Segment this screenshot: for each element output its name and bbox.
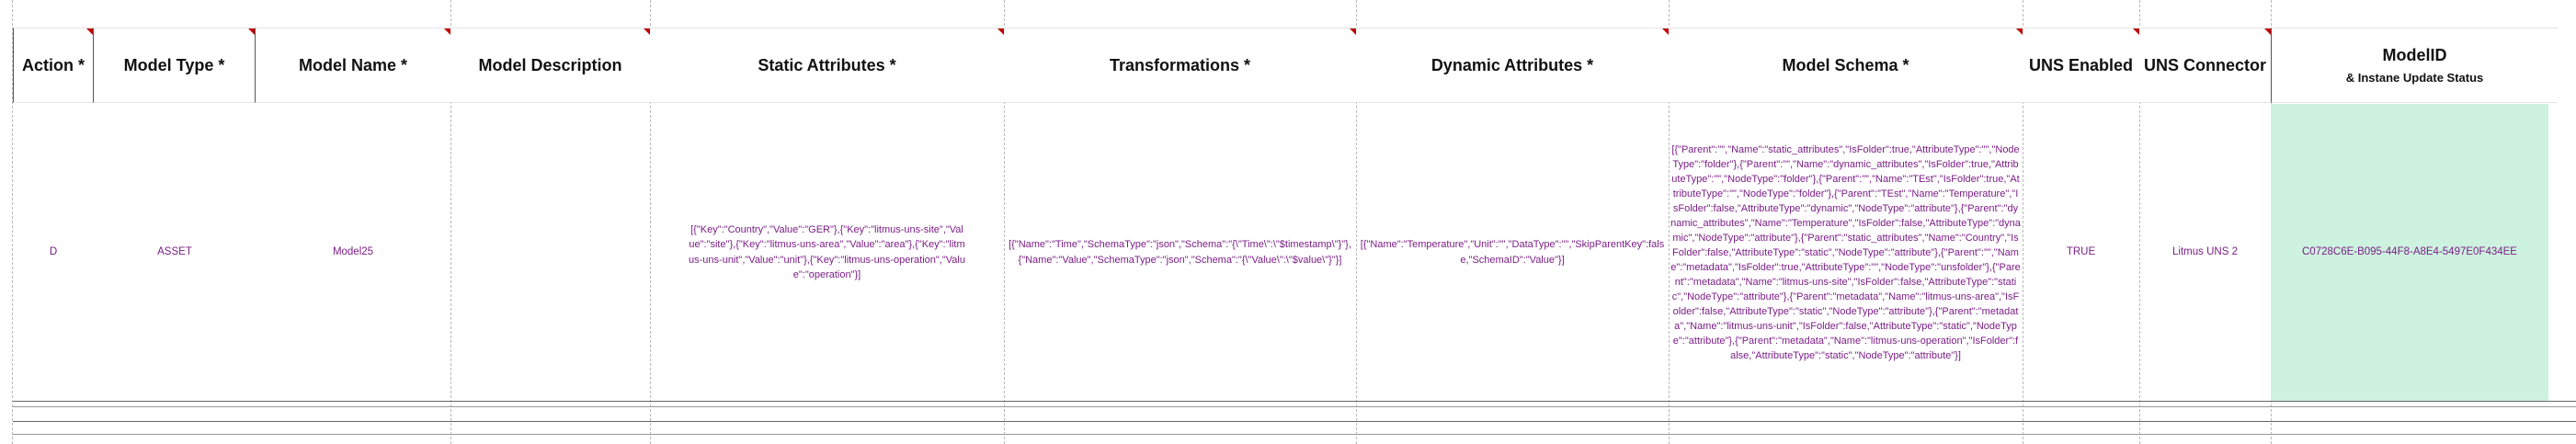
header-transformations[interactable]: Transformations * <box>1004 28 1356 103</box>
cell-model-schema[interactable]: [{"Parent":"","Name":"static_attributes"… <box>1670 143 2021 361</box>
header-action-label: Action * <box>21 55 85 74</box>
column-divider <box>12 0 13 444</box>
comment-marker[interactable] <box>2133 28 2139 35</box>
header-model-name[interactable]: Model Name * <box>256 28 450 103</box>
column-divider <box>1356 0 1357 444</box>
row-border <box>13 434 2576 435</box>
cell-action[interactable]: D <box>49 246 58 257</box>
header-uns-connector-label: UNS Connector <box>2143 55 2266 74</box>
row-border <box>13 401 2576 402</box>
header-dynamic-attributes-label: Dynamic Attributes * <box>1430 55 1594 74</box>
header-model-id[interactable]: ModelID & Instane Update Status <box>2271 28 2558 103</box>
cell-static-attributes[interactable]: [{"Key":"Country","Value":"GER"},{"Key":… <box>689 223 965 281</box>
comment-marker[interactable] <box>248 28 255 35</box>
header-transformations-label: Transformations * <box>1109 55 1251 74</box>
cell-model-name[interactable]: Model25 <box>332 246 374 257</box>
header-static-attributes[interactable]: Static Attributes * <box>650 28 1004 103</box>
header-uns-enabled[interactable]: UNS Enabled <box>2023 28 2139 103</box>
header-action[interactable]: Action * <box>13 28 94 103</box>
cell-model-type[interactable]: ASSET <box>157 246 192 257</box>
comment-marker[interactable] <box>2264 28 2271 35</box>
comment-marker[interactable] <box>644 28 650 35</box>
comment-marker[interactable] <box>1662 28 1669 35</box>
column-divider <box>1004 0 1005 444</box>
row-border <box>13 406 2576 407</box>
header-model-id-label: ModelID <box>2382 46 2447 64</box>
row-border <box>13 421 2576 422</box>
comment-marker[interactable] <box>444 28 450 35</box>
comment-marker[interactable] <box>86 28 93 35</box>
header-dynamic-attributes[interactable]: Dynamic Attributes * <box>1356 28 1669 103</box>
header-model-id-sublabel: & Instane Update Status <box>2345 71 2484 85</box>
header-model-name-label: Model Name * <box>298 55 408 74</box>
header-model-description-label: Model Description <box>478 55 622 74</box>
comment-marker[interactable] <box>1350 28 1356 35</box>
header-model-type[interactable]: Model Type * <box>94 28 256 103</box>
comment-marker[interactable] <box>2016 28 2023 35</box>
cell-dynamic-attributes[interactable]: [{"Name":"Temperature","Unit":"","DataTy… <box>1360 239 1665 266</box>
header-uns-enabled-label: UNS Enabled <box>2028 55 2134 74</box>
header-model-schema-label: Model Schema * <box>1782 55 1909 74</box>
header-model-schema[interactable]: Model Schema * <box>1669 28 2023 103</box>
header-static-attributes-label: Static Attributes * <box>758 55 896 74</box>
column-divider <box>650 0 651 444</box>
cell-uns-enabled[interactable]: TRUE <box>2066 246 2096 257</box>
header-uns-connector[interactable]: UNS Connector <box>2139 28 2271 103</box>
cell-model-id[interactable]: C0728C6E-B095-44F8-A8E4-5497E0F434EE <box>2271 104 2548 401</box>
column-divider <box>450 0 451 444</box>
comment-marker[interactable] <box>997 28 1004 35</box>
cell-uns-connector[interactable]: Litmus UNS 2 <box>2172 246 2238 257</box>
cell-transformations[interactable]: [{"Name":"Time","SchemaType":"json","Sch… <box>1009 239 1351 266</box>
column-divider <box>2139 0 2140 444</box>
header-model-description[interactable]: Model Description <box>450 28 650 103</box>
header-model-type-label: Model Type * <box>123 55 225 74</box>
column-divider <box>1669 0 1670 444</box>
cell-model-description[interactable] <box>450 104 650 401</box>
